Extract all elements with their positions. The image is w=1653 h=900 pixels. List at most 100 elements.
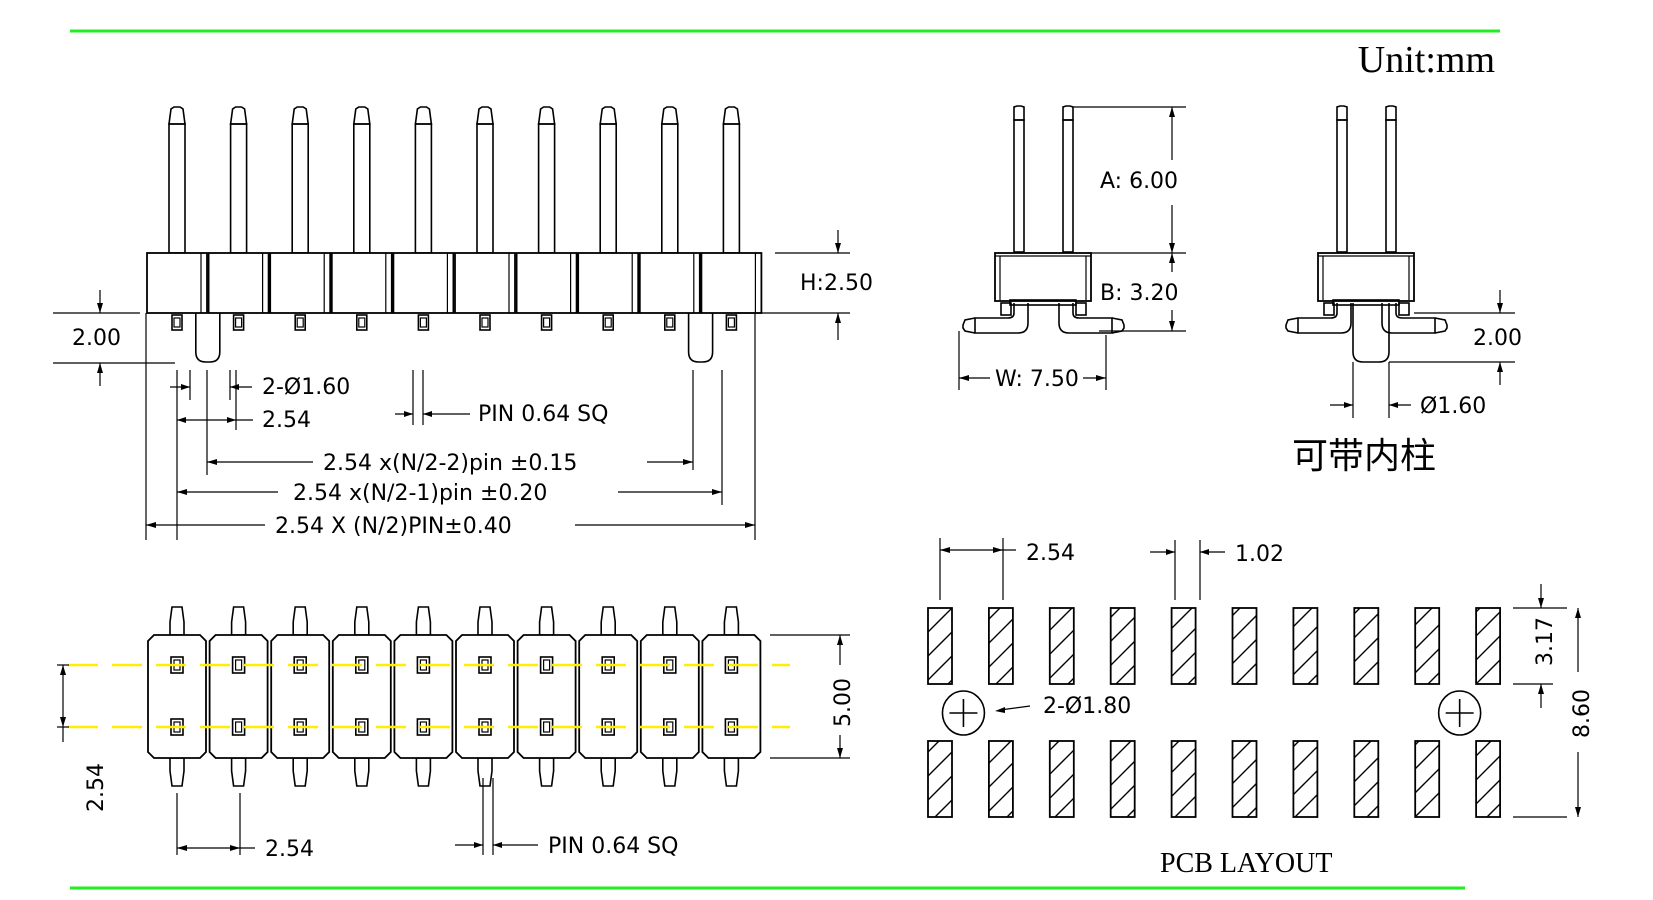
housing-cell-top — [270, 634, 331, 759]
width-w-label: W: 7.50 — [995, 367, 1079, 392]
top-pin-unit — [578, 606, 639, 787]
pin-shank — [352, 123, 371, 254]
pin-size-label: PIN 0.64 SQ — [478, 402, 608, 427]
unit-label: Unit:mm — [1358, 39, 1495, 81]
row-pitch-label: 2.54 — [84, 763, 109, 812]
front-view-dimensions: H:2.50 2.00 2-Ø1.60 2.54 PIN 0.64 SQ — [53, 230, 873, 540]
pin-shank — [414, 123, 433, 254]
front-pin-unit — [638, 106, 701, 331]
housing-cell — [515, 252, 578, 314]
pad-top — [1170, 607, 1197, 685]
front-pin-unit — [207, 106, 270, 331]
pin-size-label-bottom: PIN 0.64 SQ — [548, 834, 678, 859]
pin-tip — [229, 106, 248, 125]
pin-foot — [232, 314, 245, 331]
pad-bottom — [1109, 740, 1136, 818]
pin-shank — [599, 123, 618, 254]
pin-end-bottom — [169, 757, 185, 787]
pad-bottom — [1414, 740, 1441, 818]
pad-bottom — [1170, 740, 1197, 818]
locating-post — [195, 313, 221, 363]
post-height-label: 2.00 — [72, 326, 121, 351]
top-pin-unit — [455, 606, 515, 787]
post-diameter-label: 2-Ø1.60 — [262, 375, 350, 400]
top-pin-unit — [208, 606, 269, 787]
housing-cell — [269, 252, 332, 314]
housing-cell-top — [147, 634, 207, 759]
pcb-layout-caption: PCB LAYOUT — [1160, 848, 1332, 879]
housing-cell-top — [393, 634, 454, 759]
pin-end-top — [354, 606, 370, 636]
pin-tip — [476, 106, 494, 125]
pin-end-bottom — [662, 757, 678, 787]
pin-end-bottom — [477, 757, 493, 787]
pad-bottom — [1292, 740, 1319, 818]
front-pin-unit — [454, 106, 516, 331]
pin-tip — [722, 106, 741, 125]
top-pin-unit — [701, 606, 762, 787]
housing-cell — [330, 252, 393, 314]
locating-hole — [1437, 690, 1482, 736]
locating-hole — [941, 690, 986, 736]
pad-bottom — [1353, 740, 1380, 818]
housing-cell-top — [516, 634, 577, 759]
pin-end-top — [662, 606, 678, 636]
pitch-label: 2.54 — [262, 408, 311, 433]
pin-shank — [722, 123, 741, 254]
pin-foot — [602, 314, 615, 331]
housing-cell-top — [455, 634, 515, 759]
pad-top — [1353, 607, 1380, 685]
hole-diameter-label: 2-Ø1.80 — [1043, 694, 1131, 719]
pin-tip — [414, 106, 433, 125]
pin-tip — [537, 106, 556, 125]
housing-cell — [146, 252, 208, 314]
housing-cell — [577, 252, 640, 314]
pin-end-top — [415, 606, 432, 636]
pad-top — [1475, 607, 1501, 685]
housing-cell-top — [639, 634, 700, 759]
top-pin-unit — [147, 606, 207, 787]
pin-shank — [476, 123, 494, 254]
top-view — [147, 606, 762, 787]
pad-top — [1048, 607, 1075, 685]
pin-tip — [352, 106, 371, 125]
housing-cell — [638, 252, 701, 314]
front-pin-unit — [515, 106, 578, 331]
pin-tip — [660, 106, 679, 125]
dim-n2-minus-1-label: 2.54 x(N/2-1)pin ±0.20 — [293, 481, 547, 506]
pin-shank — [168, 123, 186, 254]
top-pin-unit — [639, 606, 700, 787]
housing-cell — [392, 252, 455, 314]
overall-length-label: 8.60 — [1570, 689, 1595, 738]
body-width-label: 5.00 — [831, 678, 856, 727]
pad-width-label: 1.02 — [1235, 542, 1284, 567]
pad-length-label: 3.17 — [1533, 617, 1558, 666]
pad-bottom — [927, 740, 953, 818]
pin-foot — [417, 314, 430, 331]
pin-shank — [537, 123, 556, 254]
pad-bottom — [1475, 740, 1501, 818]
dim-n2-minus-2-label: 2.54 x(N/2-2)pin ±0.15 — [323, 451, 577, 476]
pin-end-bottom — [600, 757, 616, 787]
top-pin-unit — [331, 606, 392, 787]
pin-end-top — [477, 606, 493, 636]
top-pin-unit — [270, 606, 331, 787]
pin-end-bottom — [415, 757, 432, 787]
pin-tip — [168, 106, 186, 125]
pin-shank — [229, 123, 248, 254]
pad-top — [988, 607, 1014, 685]
pad-top — [927, 607, 953, 685]
pin-tip — [291, 106, 310, 125]
top-view-dimensions: 2.54 5.00 2.54 PIN 0.64 SQ — [57, 634, 856, 862]
pad-top — [1292, 607, 1319, 685]
housing-cell-top — [578, 634, 639, 759]
pad-bottom — [988, 740, 1014, 818]
front-pin-unit — [577, 106, 640, 331]
pcb-layout-dimensions: 2.54 1.02 2-Ø1.80 3.17 8.60 PCB LAYOUT — [939, 538, 1595, 879]
pin-foot — [479, 314, 491, 331]
pin-length-a-label: A: 6.00 — [1100, 169, 1178, 194]
height-h-label: H:2.50 — [800, 271, 873, 296]
pin-end-top — [723, 606, 740, 636]
front-view — [146, 106, 763, 363]
